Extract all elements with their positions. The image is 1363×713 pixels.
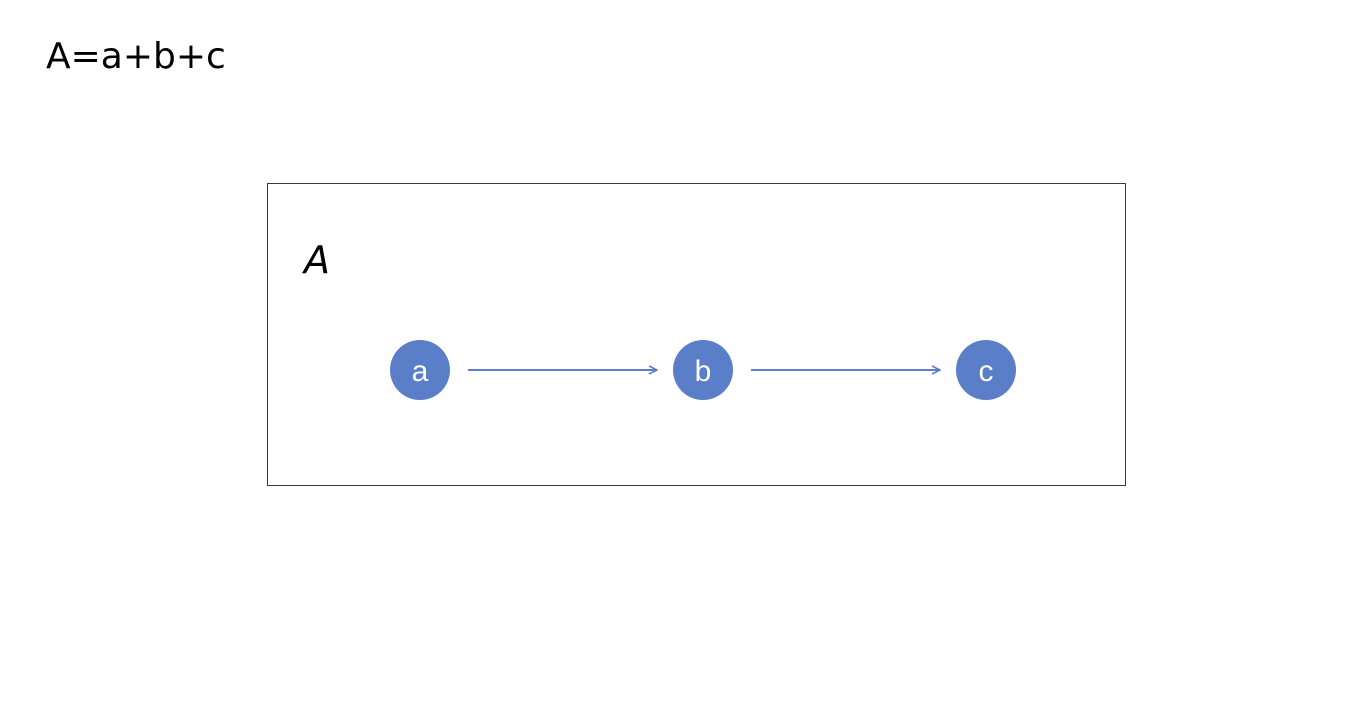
container-label: A <box>304 238 330 282</box>
formula-text: A=a+b+c <box>46 36 226 77</box>
container-box <box>267 183 1126 486</box>
